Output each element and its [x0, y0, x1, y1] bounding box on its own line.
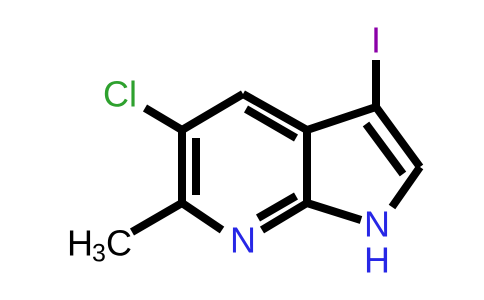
pyridine-nitrogen-label: N: [230, 220, 256, 261]
bond-n1-c7a: [305, 199, 363, 224]
atom-labels: Cl I N N H H 3 C: [67, 20, 390, 281]
bonds: [129, 60, 424, 236]
chlorine-label: Cl: [103, 74, 137, 115]
bond-c3-c2-outer: [372, 104, 424, 170]
bond-c7a-n7-outer: [259, 199, 310, 234]
bond-c3a-c3: [305, 103, 378, 134]
bond-c6-methyl: [129, 199, 185, 236]
methyl-subscript-label: 3: [92, 240, 106, 268]
bond-n7-c6: [179, 199, 225, 234]
pyrrole-hydrogen-label: H: [364, 240, 390, 281]
bond-c3-c2-inner: [362, 121, 407, 177]
bond-c7a-n7-inner: [255, 192, 299, 222]
pyrrole-nitrogen-label: N: [364, 204, 390, 245]
bond-c4-c3a-inner: [243, 105, 299, 142]
methyl-hydrogen-label: H: [67, 223, 93, 264]
bond-c2-n1: [388, 164, 424, 210]
bond-c5-cl: [142, 104, 185, 134]
bond-c5-c4: [179, 90, 246, 134]
iodine-label: I: [371, 20, 381, 61]
methyl-carbon-label: C: [106, 223, 132, 264]
bond-c4-c3a-outer: [241, 90, 309, 134]
